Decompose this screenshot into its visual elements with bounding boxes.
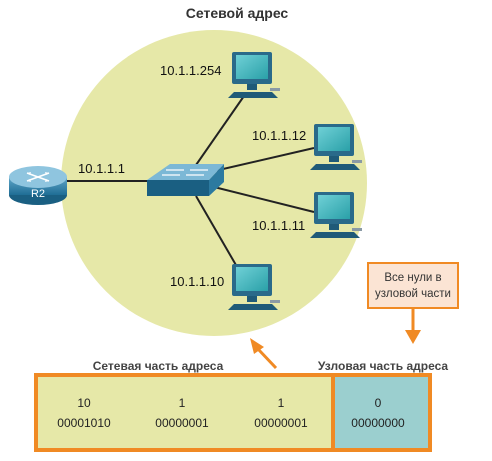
computer-icon[interactable] xyxy=(228,52,280,98)
host-part-box xyxy=(334,375,430,450)
octet-decimal: 10 xyxy=(77,396,91,410)
connection-lines xyxy=(62,95,315,273)
octet-binary: 00000000 xyxy=(351,416,405,430)
network-part-label: Сетевая часть адреса xyxy=(93,359,224,373)
router-name: R2 xyxy=(31,188,45,200)
callout-arrow xyxy=(405,308,421,344)
computer-icon[interactable] xyxy=(228,264,280,310)
switch-icon[interactable] xyxy=(147,164,224,196)
octet-decimal: 0 xyxy=(375,396,382,410)
octet-decimal: 1 xyxy=(179,396,186,410)
octet-binary: 00001010 xyxy=(57,416,111,430)
computer-icon[interactable] xyxy=(310,192,362,238)
octet-binary: 00000001 xyxy=(254,416,308,430)
host-part-label: Узловая часть адреса xyxy=(318,359,449,373)
host-address: 10.1.1.254 xyxy=(160,63,221,78)
diagram-title: Сетевой адрес xyxy=(186,5,289,21)
address-bar-border xyxy=(34,373,432,452)
callout-box xyxy=(367,262,459,309)
host-address: 10.1.1.10 xyxy=(170,274,224,289)
router-icon[interactable] xyxy=(9,166,67,205)
computer-icon[interactable] xyxy=(310,124,362,170)
host-address: 10.1.1.12 xyxy=(252,128,306,143)
router-address: 10.1.1.1 xyxy=(78,161,125,176)
host-address: 10.1.1.11 xyxy=(252,218,305,233)
network-pointer-arrow xyxy=(250,338,278,370)
callout-line-2: узловой части xyxy=(375,288,451,300)
octet-decimal: 1 xyxy=(278,396,285,410)
octet-binary: 00000001 xyxy=(155,416,209,430)
network-part-box xyxy=(36,375,332,450)
callout-line-1: Все нули в xyxy=(384,272,441,284)
